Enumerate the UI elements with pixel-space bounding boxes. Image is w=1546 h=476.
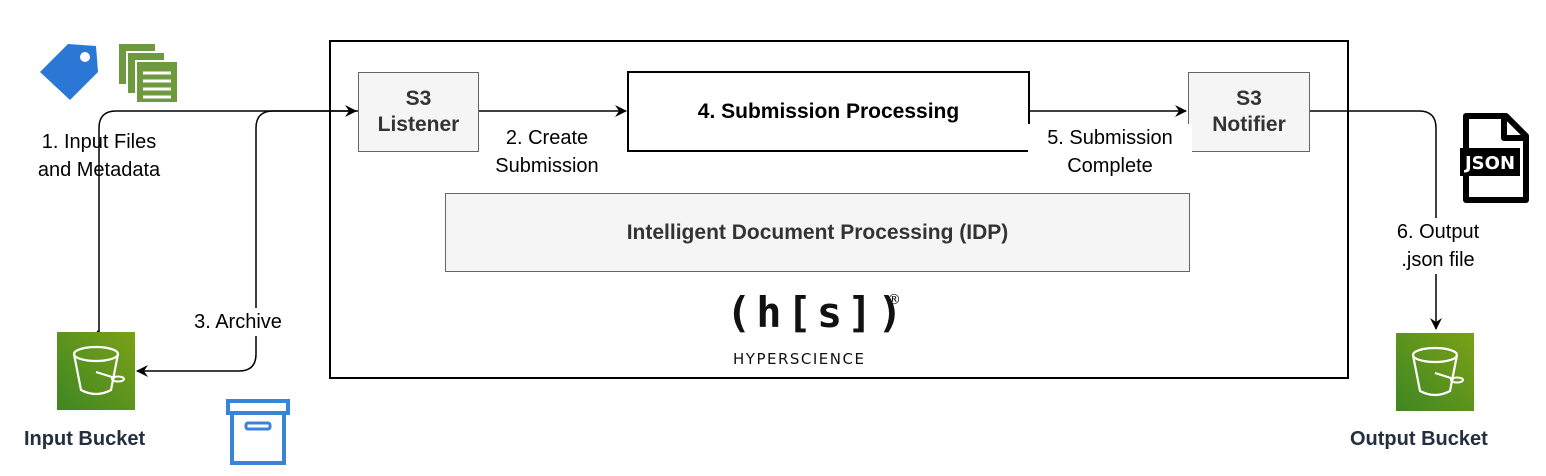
- logo-registered: ®: [887, 292, 901, 308]
- submission-processing-node[interactable]: 4. Submission Processing: [627, 71, 1030, 152]
- create-submission-line1: 2. Create: [505, 127, 589, 149]
- edge-label-submission-complete: 5. Submission Complete: [1028, 124, 1192, 180]
- input-files-line2: and Metadata: [37, 159, 161, 181]
- submission-complete-line2: Complete: [1067, 155, 1153, 177]
- s3-notifier-line1: S3: [1236, 87, 1262, 110]
- archive-box-icon: [226, 399, 290, 465]
- output-json-line1: 6. Output: [1396, 221, 1480, 243]
- edge-label-create-submission: 2. Create Submission: [480, 124, 614, 180]
- idp-label: Intelligent Document Processing (IDP): [626, 220, 1009, 244]
- edge-label-archive: 3. Archive: [178, 308, 298, 336]
- create-submission-line2: Submission: [495, 155, 599, 177]
- idp-node[interactable]: Intelligent Document Processing (IDP): [445, 193, 1190, 272]
- hyperscience-logo: (h[s]) ® HYPERSCIENCE: [724, 288, 904, 372]
- submission-complete-line1: 5. Submission: [1047, 127, 1173, 149]
- logo-wordmark: HYPERSCIENCE: [733, 350, 866, 368]
- edge-label-output-json: 6. Output .json file: [1376, 218, 1500, 274]
- edge-archive: [136, 110, 358, 377]
- documents-icon: [118, 43, 179, 104]
- json-file-icon: JSON: [1460, 113, 1529, 203]
- input-bucket-icon: [57, 332, 135, 410]
- output-bucket-icon: [1396, 333, 1474, 411]
- s3-notifier-node[interactable]: S3 Notifier: [1188, 72, 1310, 152]
- s3-listener-line1: S3: [405, 87, 432, 110]
- s3-listener-node[interactable]: S3 Listener: [358, 72, 479, 152]
- edge-output-json: [1310, 110, 1442, 330]
- input-bucket-label: Input Bucket: [24, 428, 146, 450]
- logo-mark: (h[s]): [726, 288, 908, 337]
- output-bucket-label: Output Bucket: [1350, 428, 1488, 450]
- output-json-line2: .json file: [1401, 249, 1475, 271]
- s3-listener-line2: Listener: [377, 113, 460, 136]
- edge-input-files: [96, 105, 357, 334]
- archive-label: 3. Archive: [194, 311, 282, 333]
- json-file-label: JSON: [1463, 153, 1515, 174]
- input-files-line1: 1. Input Files: [41, 131, 157, 153]
- edge-label-input-files: 1. Input Files and Metadata: [12, 128, 186, 184]
- submission-processing-label: 4. Submission Processing: [697, 99, 960, 123]
- tag-icon: [40, 44, 98, 100]
- hyperscience-container: [329, 40, 1349, 379]
- s3-notifier-line2: Notifier: [1212, 113, 1286, 136]
